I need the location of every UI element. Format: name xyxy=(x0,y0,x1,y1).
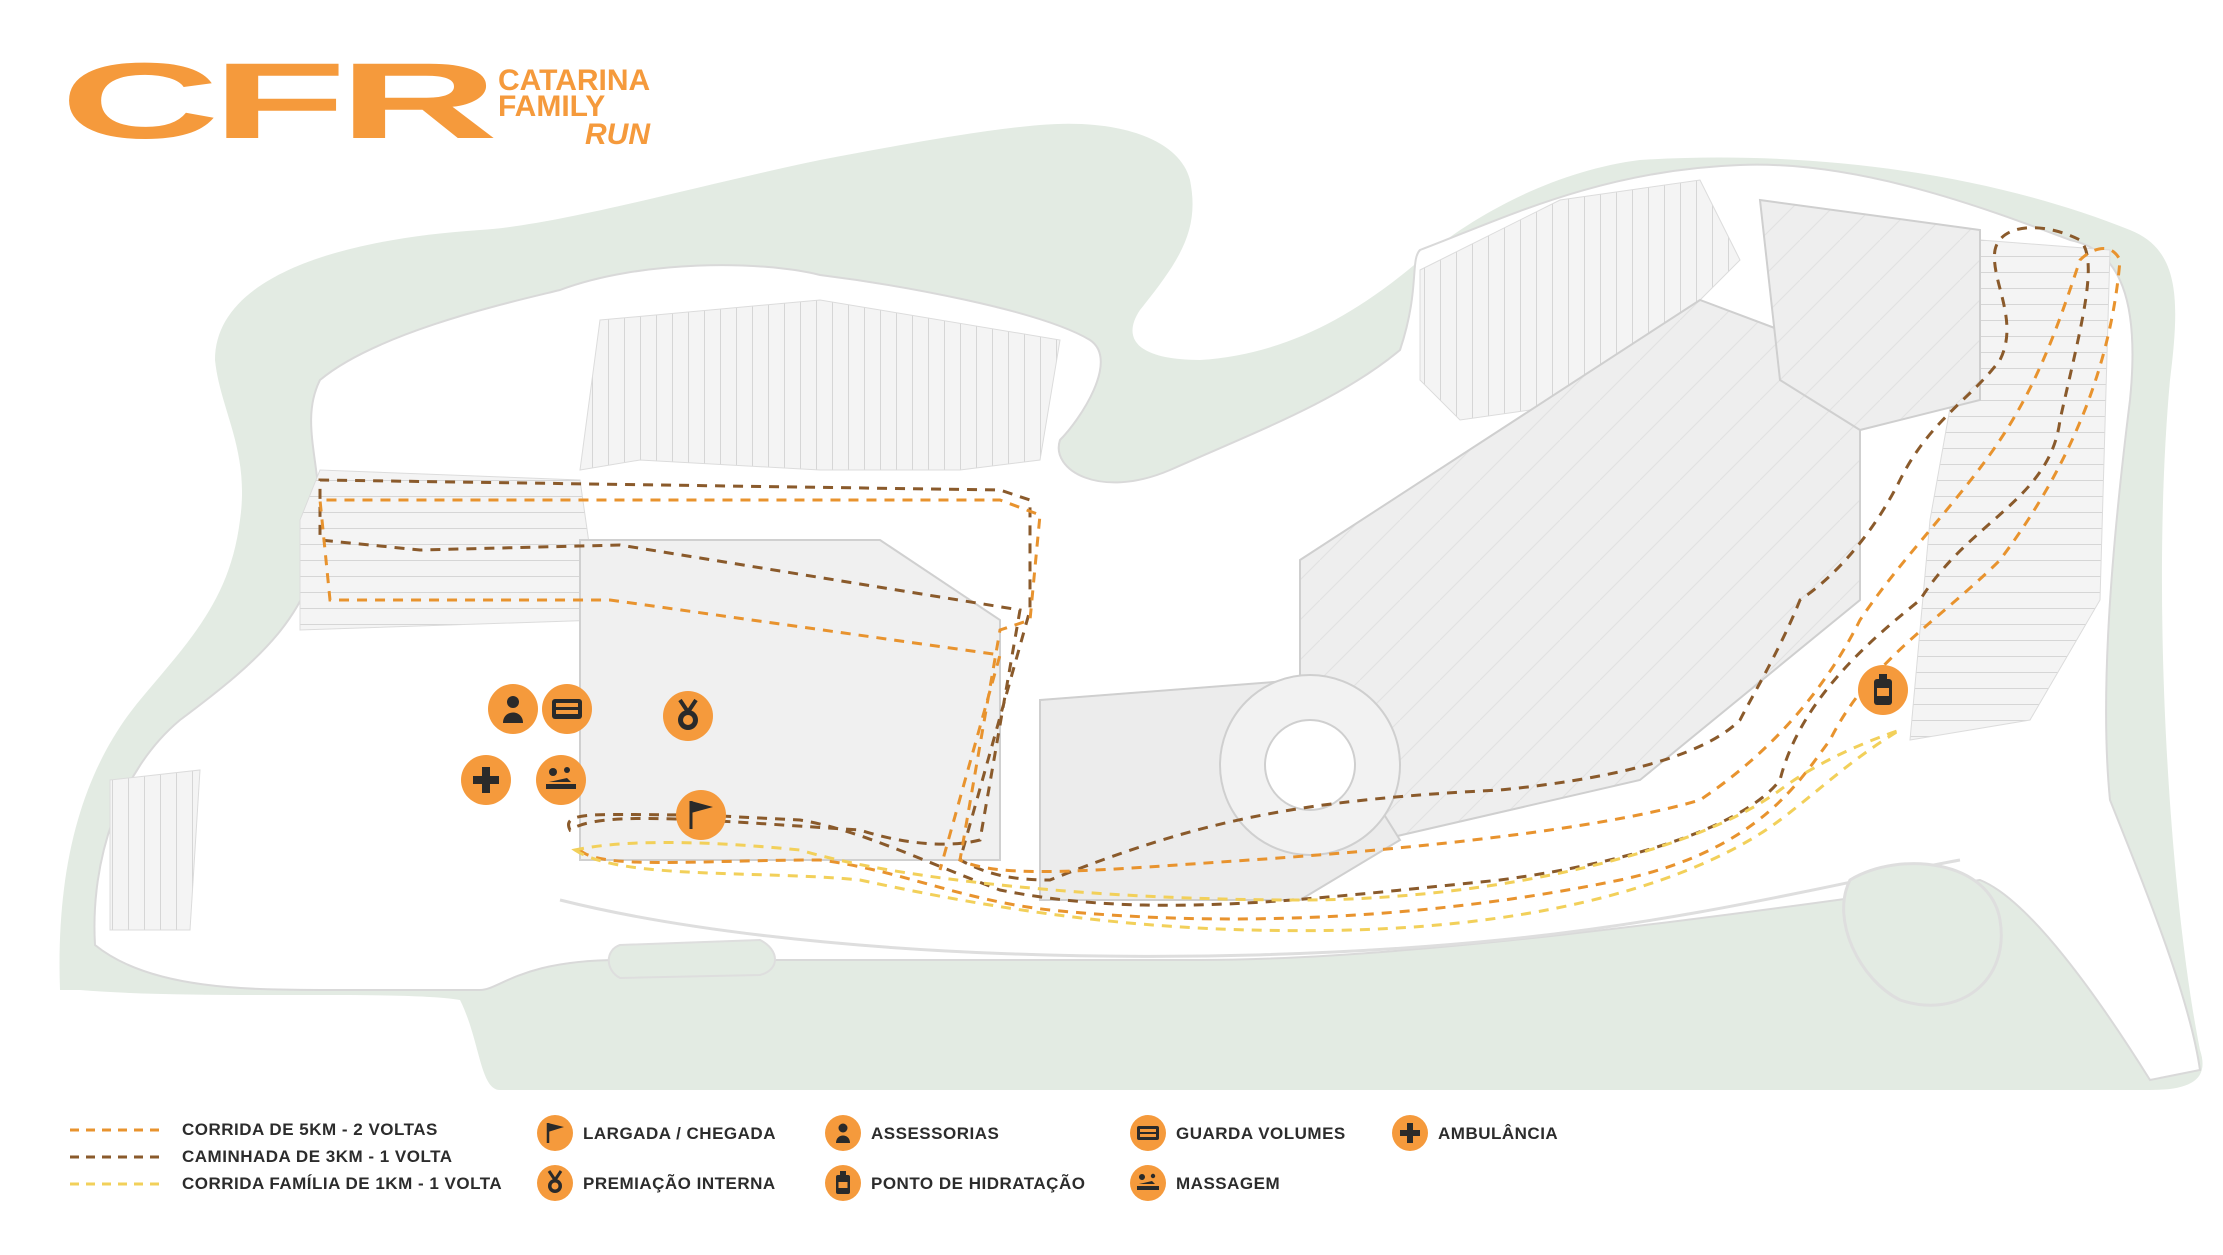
marker-assessorias[interactable] xyxy=(488,684,538,734)
mall-building-right xyxy=(1758,198,1981,432)
legend-assessorias: ASSESSORIAS xyxy=(825,1115,999,1151)
route-familia-1km xyxy=(571,728,1901,933)
logo-line-run: RUN xyxy=(585,118,651,151)
lower-road xyxy=(559,858,1961,958)
flag-icon xyxy=(689,801,713,829)
legend-route-3km-label: CAMINHADA DE 3KM - 1 VOLTA xyxy=(182,1147,453,1166)
legend-pois: LARGADA / CHEGADA PREMIAÇÃO INTERNA ASSE… xyxy=(537,1115,1558,1201)
massage-icon xyxy=(1137,1173,1159,1190)
roundabout-road xyxy=(1842,862,2003,1007)
parking-lower-left xyxy=(109,769,201,931)
massage-icon xyxy=(546,767,576,789)
legend-route-1km-label: CORRIDA FAMÍLIA DE 1KM - 1 VOLTA xyxy=(182,1174,502,1193)
legend-hidratacao-label: PONTO DE HIDRATAÇÃO xyxy=(871,1173,1085,1193)
legend-ambulancia: AMBULÂNCIA xyxy=(1392,1115,1558,1151)
legend-massagem: MASSAGEM xyxy=(1130,1165,1280,1201)
medal-icon xyxy=(547,1170,563,1193)
route-corrida-5km xyxy=(318,247,2122,921)
cfr-logo: CFR CATARINA FAMILY RUN xyxy=(60,40,651,161)
marker-ambulancia[interactable] xyxy=(461,755,511,805)
legend-largada-label: LARGADA / CHEGADA xyxy=(583,1124,776,1143)
legend-premiacao: PREMIAÇÃO INTERNA xyxy=(537,1165,776,1201)
legend-largada: LARGADA / CHEGADA xyxy=(537,1115,776,1151)
parking-upper-left xyxy=(579,299,1061,471)
person-icon xyxy=(836,1123,850,1143)
ambulance-cross-icon xyxy=(1400,1123,1420,1143)
ambulance-cross-icon xyxy=(473,767,499,793)
legend-route-1km: CORRIDA FAMÍLIA DE 1KM - 1 VOLTA xyxy=(70,1174,502,1193)
logo-line-catarina: CATARINA xyxy=(498,64,650,97)
rotunda-inner xyxy=(1264,719,1356,811)
medal-icon xyxy=(678,698,698,730)
marker-massagem[interactable] xyxy=(536,755,586,805)
legend-assessorias-label: ASSESSORIAS xyxy=(871,1124,999,1143)
marker-premiacao[interactable] xyxy=(663,691,713,741)
legend-massagem-label: MASSAGEM xyxy=(1176,1174,1280,1193)
marker-largada[interactable] xyxy=(676,790,726,840)
legend-premiacao-label: PREMIAÇÃO INTERNA xyxy=(583,1173,776,1193)
logo-line-family: FAMILY xyxy=(498,90,605,123)
legend-route-5km: CORRIDA DE 5KM - 2 VOLTAS xyxy=(70,1120,438,1139)
marker-guarda-volumes[interactable] xyxy=(542,684,592,734)
legend-route-5km-label: CORRIDA DE 5KM - 2 VOLTAS xyxy=(182,1120,438,1139)
legend-route-3km: CAMINHADA DE 3KM - 1 VOLTA xyxy=(70,1147,453,1166)
flag-icon xyxy=(546,1123,564,1143)
legend-guarda-volumes: GUARDA VOLUMES xyxy=(1130,1115,1346,1151)
legend-hidratacao: PONTO DE HIDRATAÇÃO xyxy=(825,1165,1085,1201)
water-bottle-icon xyxy=(1874,674,1892,705)
legend-guarda-volumes-label: GUARDA VOLUMES xyxy=(1176,1124,1346,1143)
legend-routes: CORRIDA DE 5KM - 2 VOLTAS CAMINHADA DE 3… xyxy=(70,1120,502,1193)
locker-icon xyxy=(552,699,582,719)
locker-icon xyxy=(1137,1126,1159,1140)
marker-hidratacao[interactable] xyxy=(1858,665,1908,715)
mall-building-left xyxy=(579,539,1001,861)
legend-ambulancia-label: AMBULÂNCIA xyxy=(1438,1124,1558,1143)
logo-mark: CFR xyxy=(60,40,494,161)
person-icon xyxy=(503,696,523,723)
water-bottle-icon xyxy=(836,1171,850,1194)
lower-left-green xyxy=(607,938,776,980)
